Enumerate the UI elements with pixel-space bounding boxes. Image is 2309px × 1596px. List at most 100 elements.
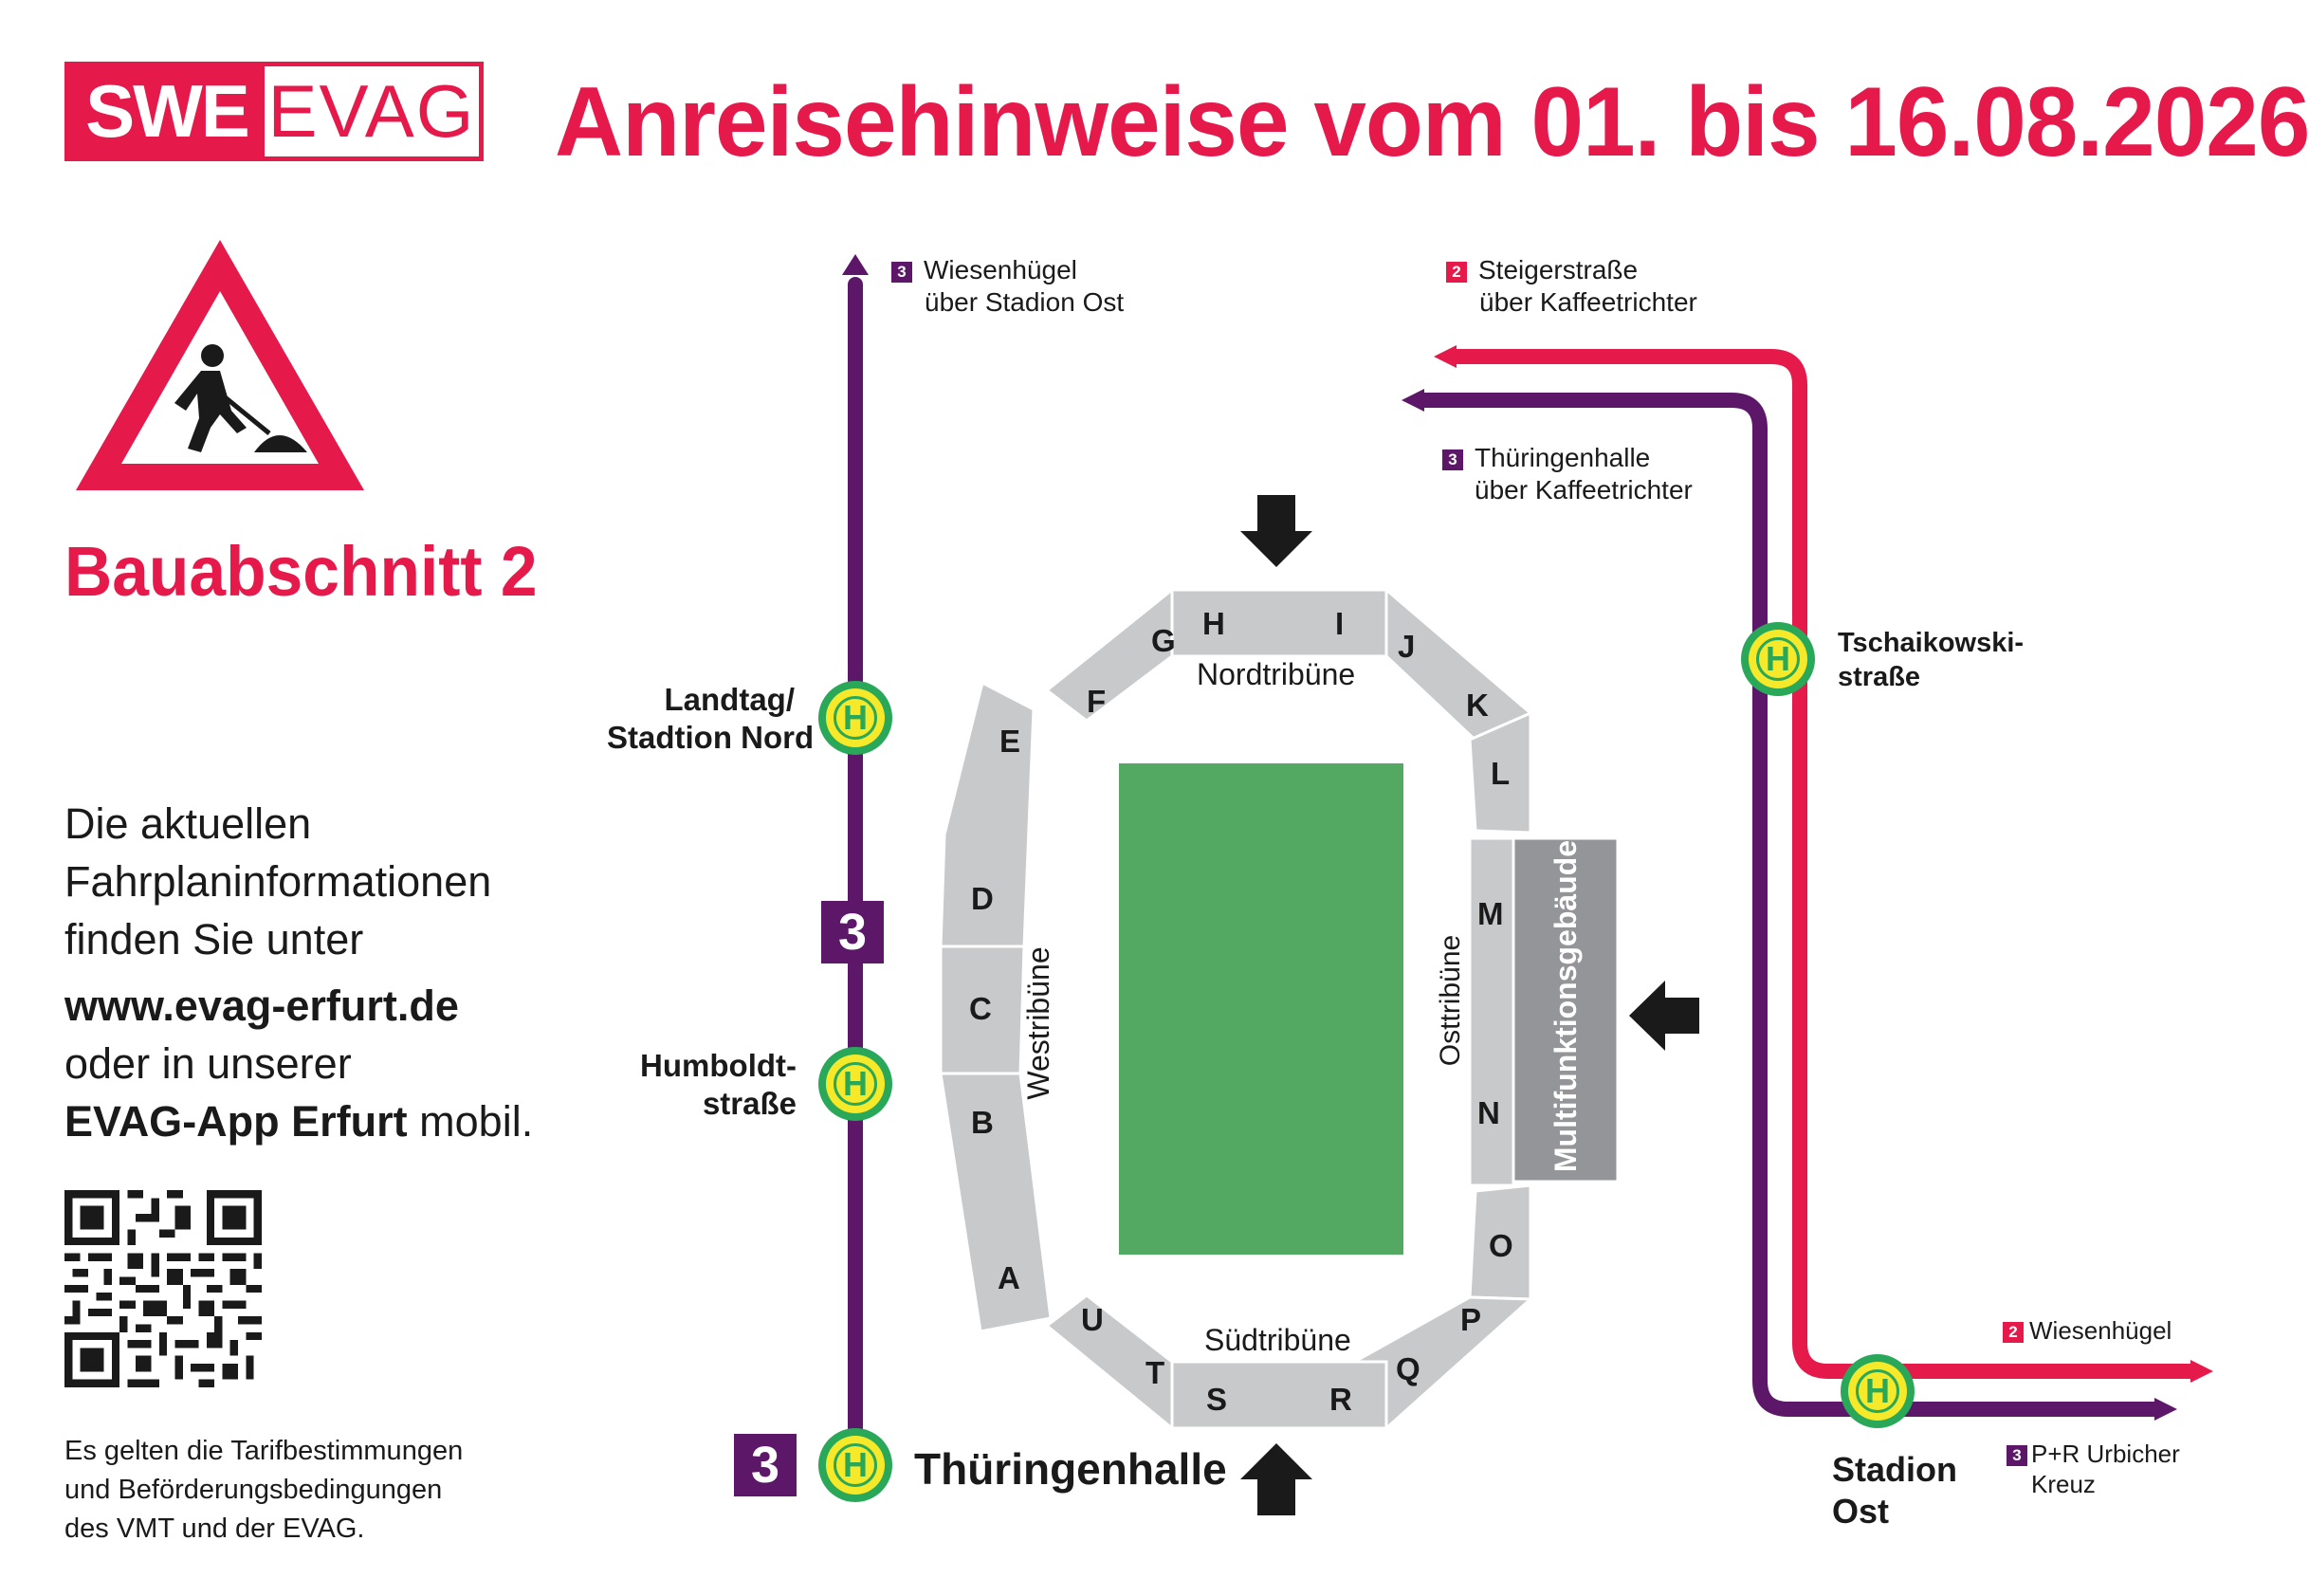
section-title: Bauabschnitt 2 [64, 532, 538, 611]
stop-tschaikowski-line2: straße [1838, 662, 1921, 692]
block-c: C [969, 991, 992, 1026]
stop-tschaikowski-line1: Tschaikowski- [1838, 628, 2025, 658]
terms-text-3: des VMT und der EVAG. [64, 1513, 365, 1544]
block-s: S [1206, 1382, 1228, 1417]
stop-landtag-line2: Stadtion Nord [607, 720, 815, 755]
building-label: Multifunktionsgebäude [1548, 839, 1583, 1173]
block-n: N [1477, 1095, 1500, 1130]
terms-text-2: und Beförderungsbedingungen [64, 1475, 443, 1505]
entry-arrow-south-icon [1240, 1443, 1312, 1515]
block-a: A [998, 1260, 1020, 1295]
website-link[interactable]: www.evag-erfurt.de [64, 981, 459, 1030]
stop-landtag-label: Landtag/ Stadtion Nord [607, 681, 815, 757]
terms-text-1: Es gelten die Tarifbestimmungen [64, 1436, 464, 1466]
block-h: H [1202, 606, 1225, 641]
line3-east-route [1419, 393, 2154, 1417]
stop-thueringenhalle-label: Thüringenhalle [914, 1444, 1227, 1494]
line2-arrow-west-icon [1434, 345, 1457, 368]
line2-badge: 2 [1446, 261, 1467, 283]
stop-thueringenhalle-icon[interactable]: H [818, 1428, 892, 1502]
logo-evag: EVAG [267, 69, 476, 153]
block-u: U [1081, 1302, 1104, 1337]
app-name[interactable]: EVAG-App Erfurt [64, 1097, 408, 1146]
block-b: B [971, 1105, 994, 1140]
page-title: Anreisehinweise vom 01. bis 16.08.2026 [555, 67, 2309, 177]
stadium-stands [939, 586, 1534, 1432]
stand-block-l [1468, 710, 1532, 835]
pitch [1119, 763, 1403, 1255]
dest-thueringenhalle-via: über Kaffeetrichter [1475, 475, 1693, 504]
stop-stadion-ost-line1: Stadion [1832, 1450, 1957, 1489]
info-text-2: Fahrplaninformationen [64, 857, 492, 906]
multifunction-building [1512, 836, 1620, 1183]
stop-humboldt-label: Humboldt- straße [607, 1047, 797, 1123]
app-info: EVAG-App Erfurt mobil. [64, 1097, 533, 1147]
line2-arrow-east-icon [2190, 1360, 2213, 1383]
block-m: M [1477, 896, 1504, 931]
logo-swe: SWE [69, 66, 265, 156]
stand-block-f-g [1044, 586, 1174, 723]
dest-text: Wiesenhügel [924, 255, 1077, 284]
entry-arrow-east-icon [1629, 981, 1699, 1051]
block-f: F [1087, 684, 1107, 719]
block-g: G [1151, 623, 1176, 658]
dest-wiesenhuegel-via: über Stadion Ost [925, 287, 1125, 317]
info-text-3: finden Sie unter [64, 915, 364, 963]
construction-warning-icon [76, 240, 364, 490]
block-i: I [1335, 606, 1345, 641]
dest-text: Thüringenhalle [1475, 443, 1651, 472]
info-text-1: Die aktuellen [64, 799, 312, 848]
line3-badge: 3 [891, 261, 912, 283]
dest-pr-urbicher-2: Kreuz [2031, 1470, 2096, 1498]
line2-badge: 2 [2003, 1322, 2024, 1344]
block-e: E [999, 724, 1021, 759]
arrow-north-icon [842, 254, 869, 275]
dest-thueringenhalle: 3 Thüringenhalle [1442, 442, 1650, 474]
south-stand-label: Südtribüne [1204, 1323, 1351, 1357]
stand-block-r-s [1170, 1360, 1388, 1430]
block-k: K [1466, 688, 1489, 723]
stop-humboldt-line2: straße [702, 1086, 797, 1121]
block-j: J [1398, 629, 1416, 664]
app-suffix: mobil. [407, 1097, 534, 1146]
line3-arrow-west-icon [1402, 389, 1424, 412]
north-stand-label: Nordtribüne [1197, 657, 1356, 691]
info-text-5: oder in unserer [64, 1039, 352, 1088]
stop-tschaikowski-icon[interactable]: H [1741, 622, 1815, 696]
transit-map [842, 254, 2213, 1515]
swe-evag-logo: SWE EVAG [64, 62, 484, 161]
stop-stadion-ost-icon[interactable]: H [1841, 1354, 1915, 1428]
block-o: O [1489, 1228, 1513, 1263]
stop-landtag-icon[interactable]: H [818, 681, 892, 755]
block-r: R [1329, 1382, 1352, 1417]
dest-text: P+R Urbicher [2031, 1440, 2180, 1468]
line3-route-badge: 3 [821, 901, 884, 963]
stop-stadion-ost-line2: Ost [1832, 1492, 1890, 1531]
line3-badge: 3 [1442, 449, 1463, 470]
stand-block-m-n [1468, 836, 1515, 1187]
stop-stadion-ost-label: Stadion Ost [1832, 1449, 1957, 1532]
stop-humboldt-icon[interactable]: H [818, 1047, 892, 1121]
stop-tschaikowski-label: Tschaikowski- straße [1838, 626, 2024, 694]
line3-arrow-east-icon [2154, 1398, 2177, 1421]
dest-wiesenhuegel-north: 3 Wiesenhügel [891, 254, 1077, 286]
block-t: T [1145, 1355, 1165, 1390]
dest-steigerstrasse-via: über Kaffeetrichter [1479, 287, 1697, 317]
qr-code[interactable] [64, 1190, 262, 1387]
block-q: Q [1396, 1351, 1420, 1386]
entry-arrow-north-icon [1240, 495, 1312, 567]
line3-terminal-badge: 3 [734, 1434, 797, 1496]
east-stand-label: Osttribüne [1435, 934, 1466, 1067]
west-stand-label: Westribüne [1021, 946, 1055, 1100]
stand-block-a-b [939, 1072, 1053, 1333]
stand-block-t-u [1044, 1293, 1174, 1432]
line2-route [1451, 349, 2190, 1379]
dest-text: Steigerstraße [1478, 255, 1639, 284]
block-d: D [971, 881, 994, 916]
dest-steigerstrasse: 2 Steigerstraße [1446, 254, 1638, 286]
block-p: P [1460, 1302, 1482, 1337]
block-l: L [1491, 756, 1511, 791]
dest-text: Wiesenhügel [2029, 1316, 2172, 1345]
